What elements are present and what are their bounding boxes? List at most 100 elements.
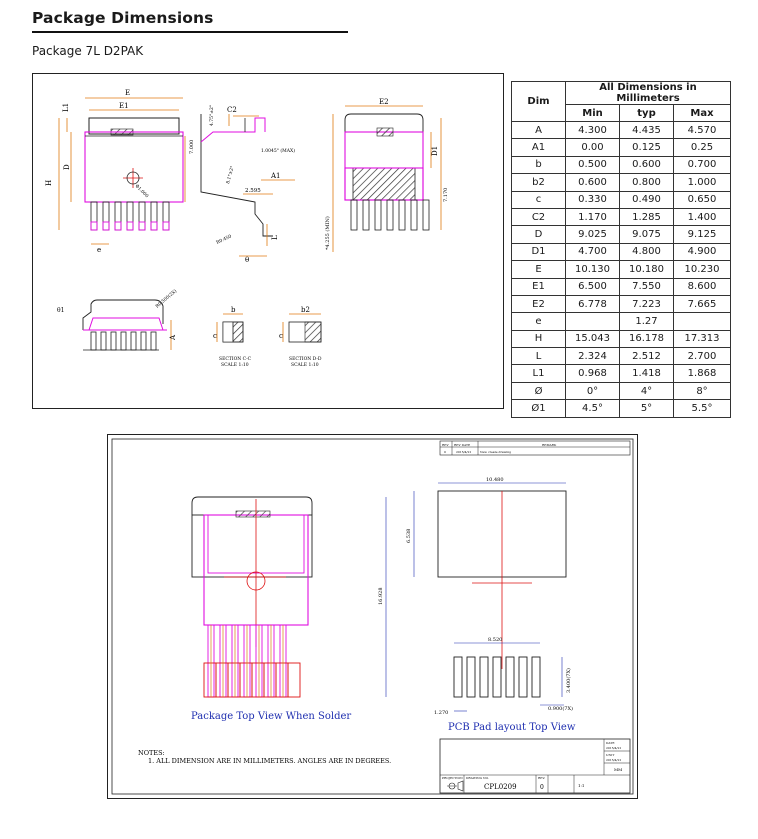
angle-1045-label: 1.0045° (MAX) [261,147,295,154]
cell-dim: A [511,120,566,140]
cell-max: 0.650 [673,190,731,209]
units-group-header: All Dimensions in Millimeters [565,81,731,105]
cell-typ: 0.600 [619,155,674,175]
dim-A1-label: A1 [270,172,281,180]
rev-date-value: 2015/4/21 [456,450,471,454]
cell-min [565,312,620,331]
projection-symbol-icon [447,780,464,792]
top-view-leads [90,201,170,231]
dim-7170-label: 7.170 [443,188,449,202]
cell-max: 0.700 [673,155,731,175]
title-underline [32,31,348,33]
bottom-view-leads [350,199,430,231]
cell-max: 10.230 [673,260,731,279]
dim-E1-label: E1 [119,102,129,110]
cell-min: 9.025 [565,225,620,244]
cell-dim: C2 [511,207,566,227]
cell-dim: H [511,329,566,349]
cell-min: 10.130 [565,260,620,279]
package-solder-view: Package Top View When Solder [191,496,351,722]
cell-dim: L1 [511,364,566,383]
cell-dim: E1 [511,277,566,296]
dim-L-label: L [271,235,279,240]
tb-rev-value: 0 [540,784,544,791]
cell-dim: c [511,190,566,209]
top-view: E E1 L1 D H 7.000 Φ1.000 e [45,89,195,254]
dim-A-label: A [169,334,177,341]
section-d-label: SECTION D-D [289,356,322,362]
tb-date-label: DATE [606,741,615,745]
tb-drawing-no-label: DRAWING NO. [466,776,489,780]
cell-min: 2.324 [565,347,620,366]
radius-0450-label: R0.450 [215,233,232,245]
package-name: Package 7L D2PAK [32,44,144,58]
cell-dim: b [511,155,566,175]
dim-10480-label: 10.480 [486,477,504,483]
notes-title: NOTES: [138,749,165,757]
dimension-table: Dim All Dimensions in Millimeters Min ty… [511,81,731,418]
col-min-header: Min [565,104,620,122]
angle-theta-label: θ [245,256,249,264]
section-d-scale: SCALE 1:10 [291,362,319,368]
tb-projection-label: PROJECTION [442,776,463,780]
side-view: C2 4.75°±2° 1.0045° (MAX) A1 2.595 8.1°±… [200,105,295,264]
dim-b-label: b [231,306,236,314]
dim-H-label: H [45,180,53,186]
cell-dim: E [511,260,566,279]
cell-typ: 0.490 [619,190,674,209]
col-typ-header: typ [619,104,674,122]
cell-min: 0.00 [565,138,620,157]
dim-16928-label: 16.928 [378,588,384,606]
cell-typ: 10.180 [619,260,674,279]
cell-dim: E2 [511,294,566,314]
solder-pad-layout-drawing: REV REV DATE REMARK 0 2015/4/21 New crea… [107,434,638,799]
cell-max: 1.868 [673,364,731,383]
section-c-scale: SCALE 1:10 [221,362,249,368]
cell-max: 4.570 [673,120,731,140]
cell-typ: 0.125 [619,138,674,157]
revision-block: REV REV DATE REMARK 0 2015/4/21 New crea… [439,440,631,456]
angle-812-label: 8.1°±2° [225,165,236,184]
cell-min: 1.170 [565,207,620,227]
pcb-pads [453,656,541,698]
cell-min: 0.330 [565,190,620,209]
cell-max: 4.900 [673,242,731,262]
package-solder-leads [203,624,301,698]
dim-D-label: D [63,164,71,170]
cell-typ: 1.285 [619,207,674,227]
cell-min: 15.043 [565,329,620,349]
dim-3400-label: 3.400(7X) [565,668,572,693]
cell-max: 17.313 [673,329,731,349]
front-view-leads [90,331,157,351]
tb-mm-value: MM [614,767,622,772]
package-outline-drawing: E E1 L1 D H 7.000 Φ1.000 e C2 4.75°±2° 1… [32,73,504,409]
cell-typ: 1.418 [619,364,674,383]
dim-b2-label: b2 [301,306,310,314]
dim-6538-label: 6.538 [406,529,412,543]
bottom-view: E2 D1 7.170 *4.255 (MIN) [324,98,449,252]
cell-max: 0.25 [673,138,731,157]
dim-c-label-1: c [213,332,217,340]
cell-typ: 4° [619,381,674,401]
dim-E-label: E [125,89,130,97]
cell-dim: Ø [511,381,566,401]
dim-D1-label: D1 [431,146,439,156]
radius-0500-label: R0.500(2X) [154,287,178,309]
title-block: DATE 2015/4/21 UNIT 2015/4/21 MM PROJECT… [439,738,631,794]
dim-C2-label: C2 [227,106,237,114]
tb-date-value: 2015/4/21 [606,746,621,750]
cell-typ: 0.800 [619,173,674,192]
caption-package-view: Package Top View When Solder [191,711,351,722]
caption-pcb-layout: PCB Pad layout Top View [448,722,576,733]
angle-475-label: 4.75°±2° [209,105,215,126]
cell-max: 7.665 [673,294,731,314]
rev-col-rev: REV [442,443,449,447]
rev-col-date: REV DATE [454,443,470,447]
